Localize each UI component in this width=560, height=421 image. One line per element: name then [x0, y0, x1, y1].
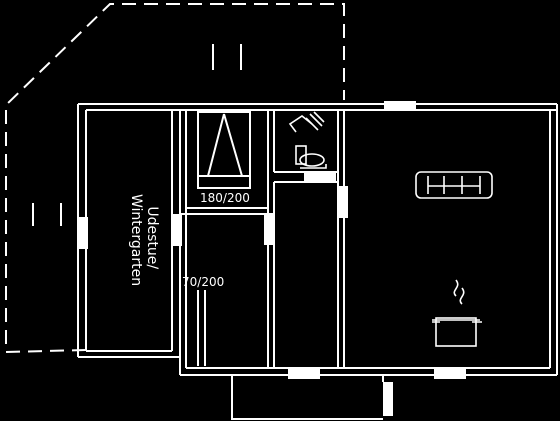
veranda-label-line-2: Wintergarten — [128, 194, 144, 286]
window — [78, 217, 88, 249]
window — [384, 101, 416, 111]
windows — [78, 101, 466, 416]
window — [434, 369, 466, 379]
sofa-icon — [415, 171, 493, 199]
bed-size-label: 180/200 — [200, 191, 250, 205]
entrance-porch-outline — [231, 375, 384, 420]
window — [338, 186, 348, 218]
window — [304, 172, 336, 182]
window — [172, 214, 182, 246]
toilet-icon — [295, 145, 327, 169]
window — [264, 213, 274, 245]
single-bed-size-label: 70/200 — [182, 275, 224, 289]
bed-icon — [197, 111, 251, 189]
step-marks — [32, 44, 242, 226]
shower-icon — [288, 111, 325, 133]
veranda-label-line-1: Udestue/ — [144, 206, 160, 269]
veranda-label: Udestue/ Wintergarten — [128, 194, 160, 286]
terrace-dashed-outline — [5, 3, 345, 354]
exterior-walls — [77, 103, 558, 376]
single-bed — [197, 290, 206, 366]
window — [383, 382, 393, 416]
cooking-pot-icon — [432, 279, 482, 347]
window — [288, 369, 320, 379]
